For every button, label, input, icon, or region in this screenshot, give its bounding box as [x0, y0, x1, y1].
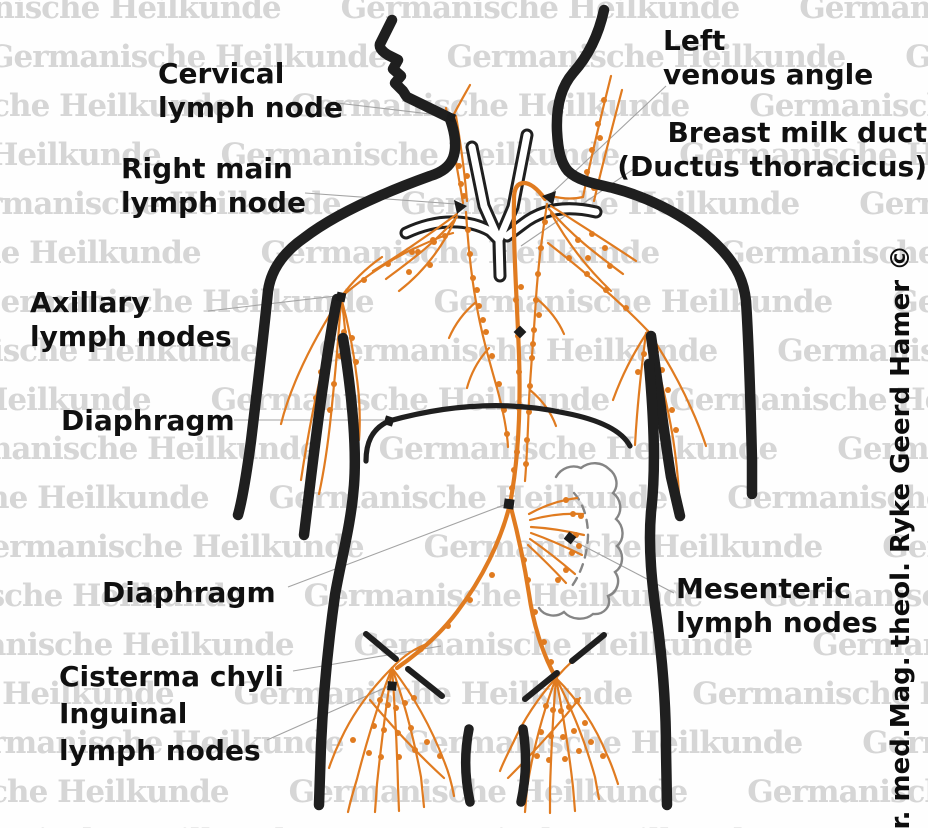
right-venous-angle-arrow: [454, 200, 467, 214]
label-line: Cervical: [158, 57, 285, 90]
body-outline: [232, 4, 758, 811]
label-line: lymph nodes: [30, 320, 232, 353]
label-line: Diaphragm: [102, 576, 276, 609]
inner-arm-left: [298, 293, 343, 541]
label-line: Mesenteric: [676, 572, 851, 605]
colon-outline: [537, 462, 624, 620]
head-back-right-arm: [551, 4, 758, 500]
inner-arm-right: [645, 330, 686, 522]
lymphatic-network: [279, 74, 708, 815]
label-line: lymph node: [121, 186, 306, 219]
label-left-venous-angle: Left venous angle: [663, 24, 873, 92]
label-line: Breast milk duct: [667, 116, 927, 149]
torso-left: [313, 332, 361, 811]
label-line: Inguinal: [59, 697, 188, 730]
label-axillary-lymph-nodes: Axillary lymph nodes: [30, 286, 232, 354]
label-line: venous angle: [663, 58, 874, 91]
label-line: lymph nodes: [59, 734, 261, 767]
label-cervical-lymph-node: Cervical lymph node: [158, 57, 343, 125]
neck-shoulder-left-arm: [232, 113, 461, 521]
label-line: Diaphragm: [61, 404, 235, 437]
diaphragm-line: [363, 403, 633, 464]
label-breast-milk-duct: Breast milk duct (Ductus thoracicus): [560, 116, 927, 184]
label-cisterna-chyli-inguinal: Cisterma chyli Inguinal lymph nodes: [59, 658, 284, 769]
label-line: lymph nodes: [676, 606, 878, 639]
left-venous-angle-arrow: [542, 191, 556, 205]
label-diaphragm-upper: Diaphragm: [61, 404, 235, 438]
label-line: Axillary: [30, 286, 150, 319]
inner-thigh-left: [460, 724, 475, 807]
inguinal-ligament-dashes: [363, 631, 607, 702]
inner-thigh-right: [516, 724, 531, 807]
face-profile: [374, 14, 454, 123]
label-diaphragm-lower: Diaphragm: [102, 576, 276, 610]
label-line: Cisterma chyli: [59, 660, 284, 693]
label-mesenteric-lymph-nodes: Mesenteric lymph nodes: [676, 572, 878, 640]
label-line: (Ductus thoracicus): [617, 150, 927, 183]
label-line: lymph node: [158, 91, 343, 124]
label-line: Right main: [121, 152, 293, 185]
thoracic-duct: [394, 180, 559, 681]
copyright-line: Dr. med.Mag. theol. Ryke Geerd Hamer ©: [886, 244, 916, 828]
label-line: Left: [663, 24, 726, 57]
torso-right: [643, 358, 673, 811]
label-right-main-lymph-node: Right main lymph node: [121, 152, 306, 220]
